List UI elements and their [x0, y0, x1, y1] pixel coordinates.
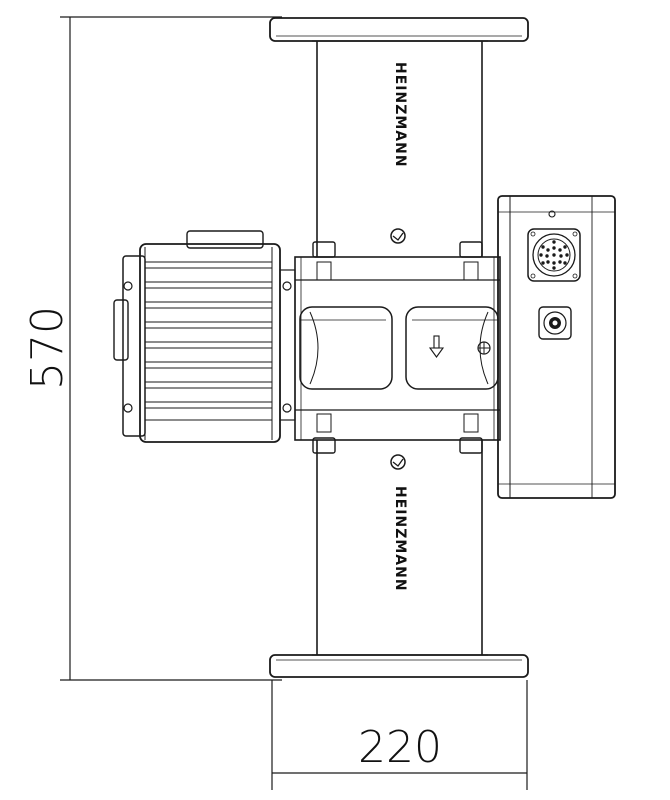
control-box	[497, 195, 616, 499]
multi-pin-connector-icon	[527, 228, 581, 282]
bottom-flange	[269, 654, 529, 678]
main-tube	[316, 41, 483, 655]
bolt-bottom-right	[459, 437, 483, 454]
small-connector-icon	[538, 306, 572, 340]
bolt-top-left	[312, 241, 336, 258]
width-dimension: 220	[271, 680, 528, 790]
lower-logo-icon	[390, 454, 406, 470]
upper-logo-icon	[390, 228, 406, 244]
height-dimension-label: 570	[22, 306, 73, 390]
bolt-top-right	[459, 241, 483, 258]
upper-brand-marking: HEINZMANN	[390, 62, 408, 244]
top-flange	[269, 17, 529, 42]
height-dimension: 570	[22, 16, 282, 681]
screw-icon	[477, 341, 491, 355]
motor-assembly	[113, 230, 296, 443]
upper-brand-text: HEINZMANN	[392, 62, 408, 168]
lower-brand-marking: HEINZMANN	[390, 454, 408, 592]
lower-brand-text: HEINZMANN	[392, 486, 408, 592]
bolt-bottom-left	[312, 437, 336, 454]
status-led-icon	[548, 210, 556, 218]
cooling-fins	[145, 261, 272, 421]
width-dimension-label: 220	[358, 722, 442, 773]
arrow-down-icon	[428, 335, 445, 358]
left-clamp-pad	[299, 306, 393, 390]
motor-handle	[186, 230, 264, 249]
central-frame	[294, 241, 501, 454]
